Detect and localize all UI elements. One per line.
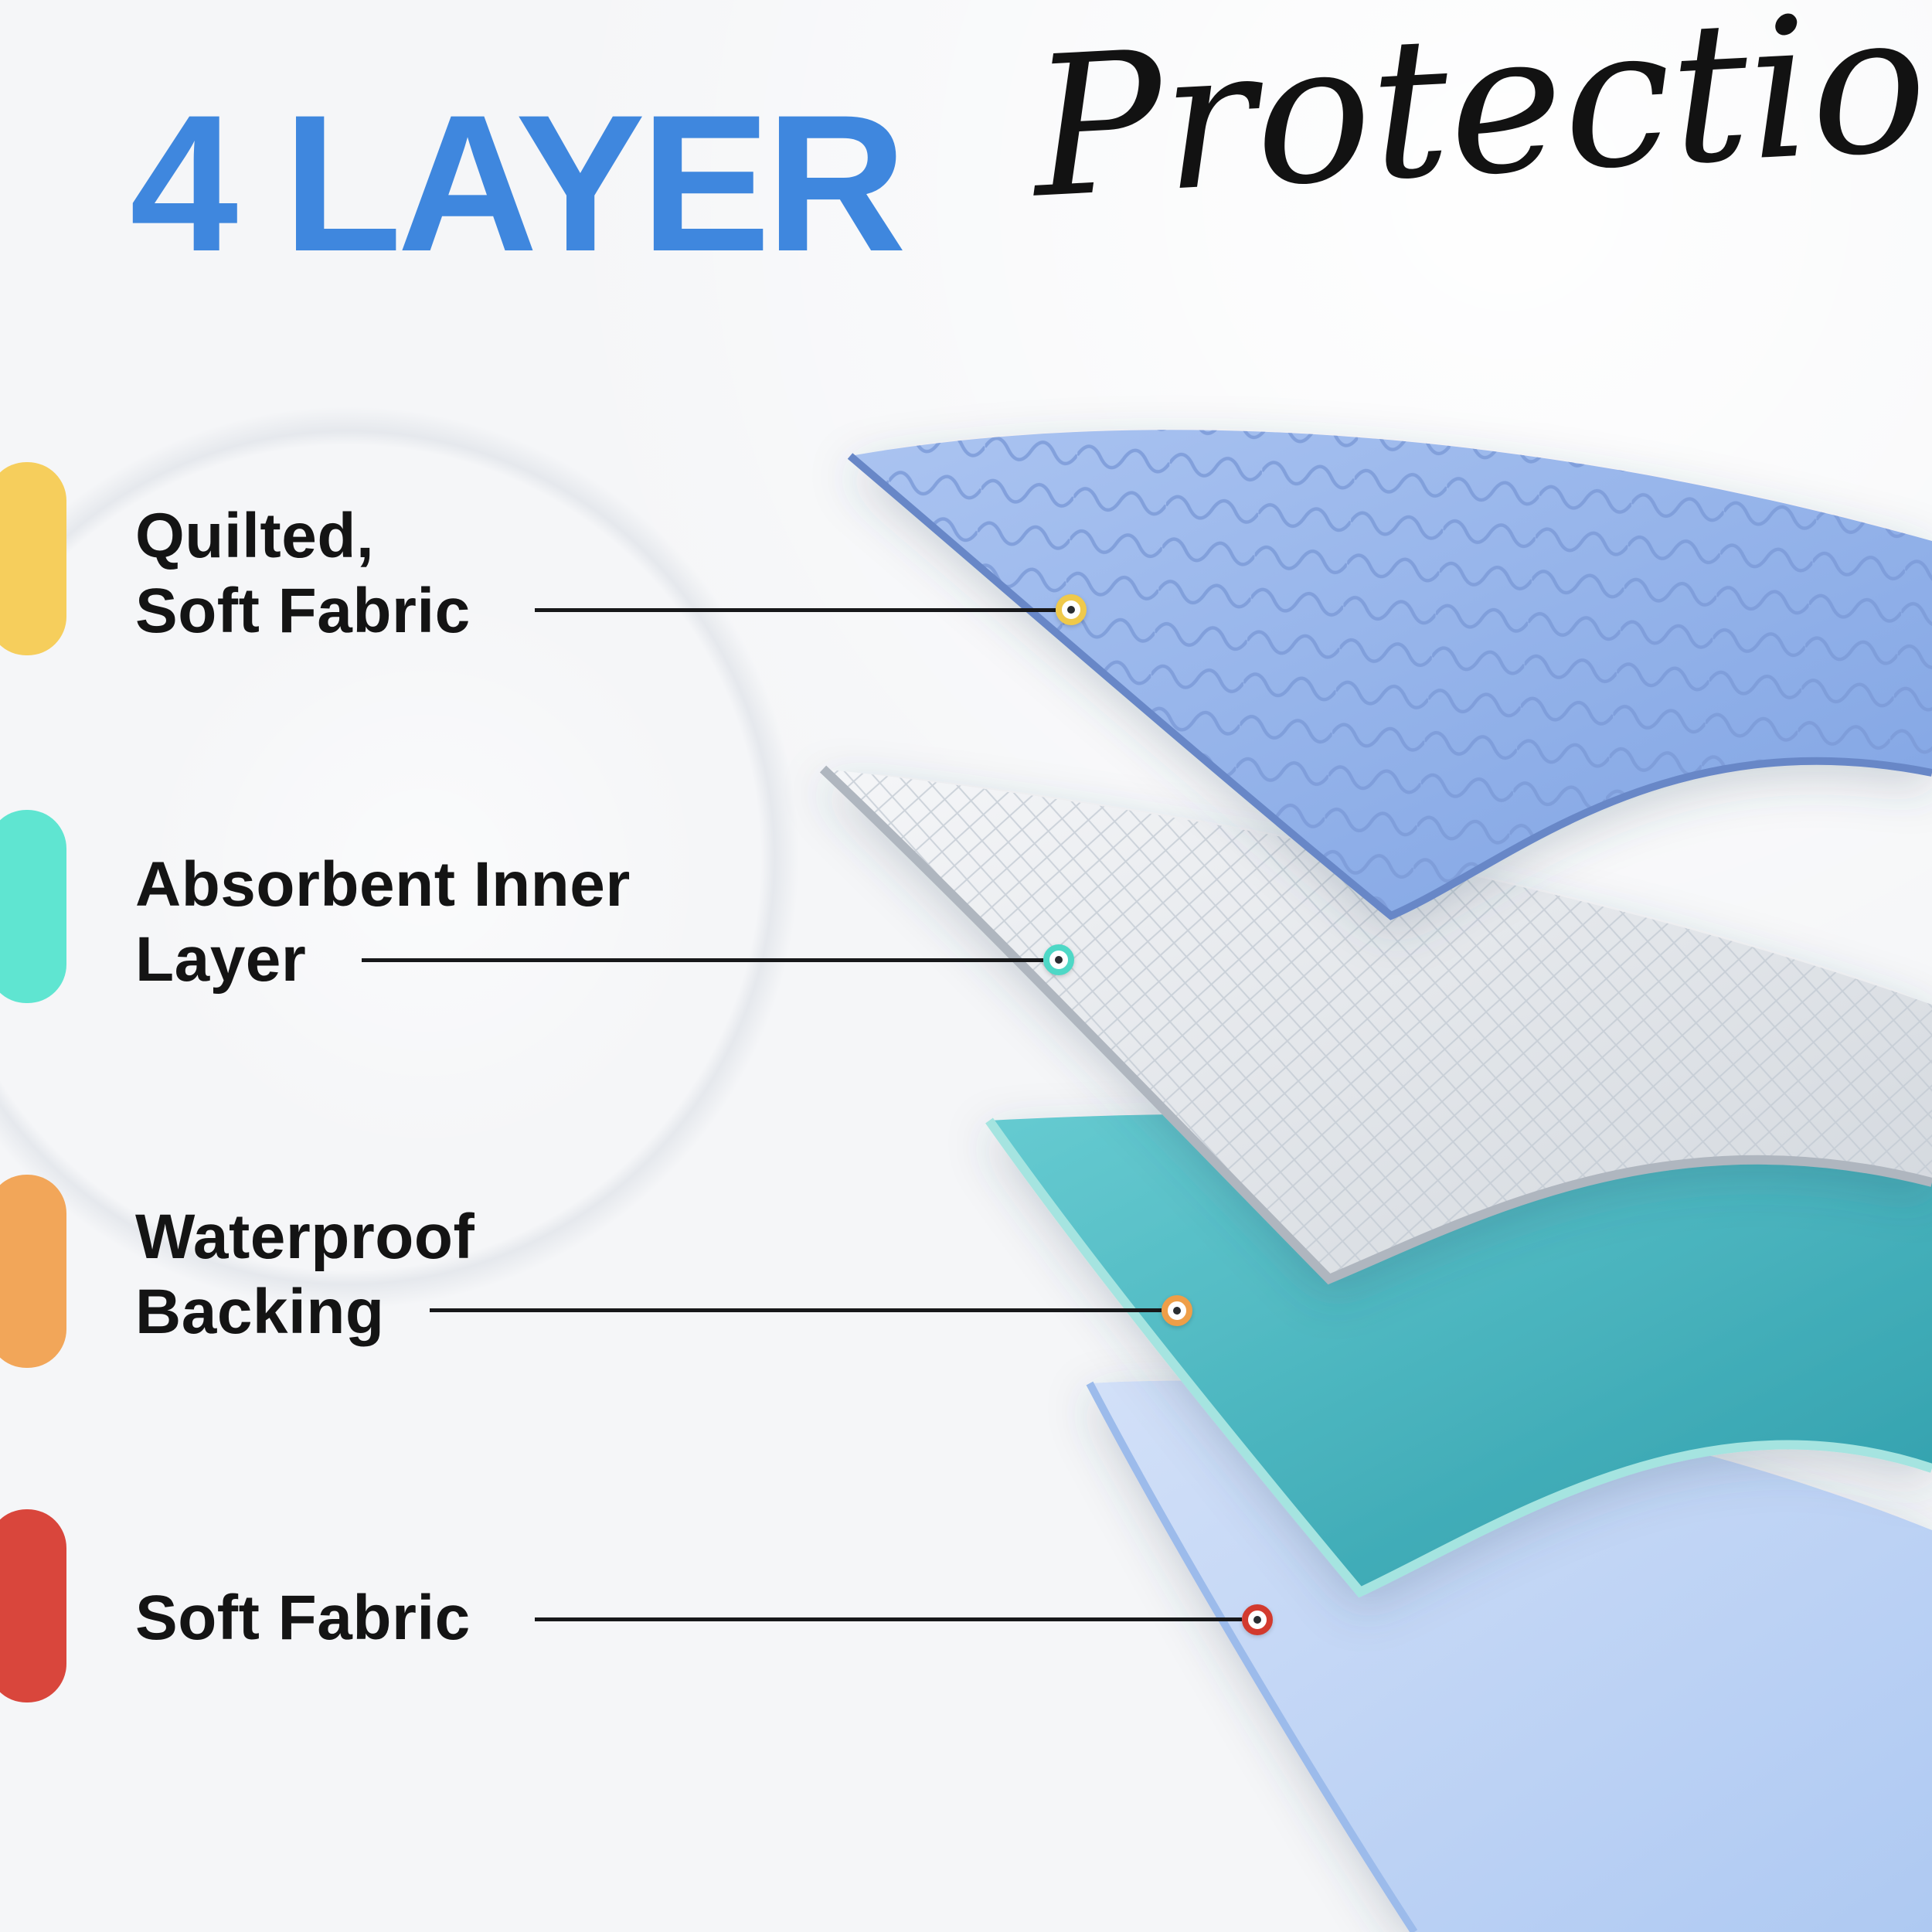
label-line: Quilted, [135, 501, 375, 571]
connector-line-waterproof [430, 1308, 1162, 1312]
title-script: Protection [1026, 0, 1932, 241]
marker-ring-quilted [1056, 594, 1087, 625]
sheet-waterproof-backing [985, 1114, 1932, 1598]
sheet-quilted-top [847, 430, 1932, 920]
label-line: Soft Fabric [135, 1583, 471, 1653]
label-line: Layer [135, 924, 307, 995]
legend-swatch-absorbent [0, 810, 66, 1003]
connector-line-absorbent [362, 958, 1043, 962]
legend-label-waterproof: Waterproof Backing [135, 1199, 474, 1349]
connector-line-softfabric [535, 1617, 1242, 1621]
label-line: Backing [135, 1277, 385, 1347]
waterproof-sheet-shape [989, 1114, 1932, 1592]
soft-fabric-sheet-edge [1086, 1381, 1418, 1932]
title-main: 4 LAYER [130, 75, 906, 292]
label-line: Absorbent Inner [135, 849, 631, 920]
marker-ring-absorbent [1043, 944, 1074, 975]
legend-swatch-quilted [0, 462, 66, 655]
quilted-sheet-pattern [850, 430, 1932, 916]
label-line: Waterproof [135, 1202, 475, 1272]
label-line: Soft Fabric [135, 576, 471, 646]
marker-ring-softfabric [1242, 1604, 1273, 1635]
marker-ring-waterproof [1162, 1295, 1192, 1326]
legend-swatch-waterproof [0, 1175, 66, 1368]
legend-swatch-softfabric [0, 1509, 66, 1702]
legend-label-absorbent: Absorbent Inner Layer [135, 847, 631, 997]
absorbent-sheet-edge [819, 765, 1932, 1285]
waterproof-sheet-edge [985, 1117, 1932, 1598]
connector-line-quilted [535, 608, 1056, 612]
sheet-absorbent-inner [819, 765, 1932, 1285]
legend-label-softfabric: Soft Fabric [135, 1580, 471, 1655]
quilted-sheet-edge [847, 453, 1932, 920]
legend-label-quilted: Quilted, Soft Fabric [135, 498, 471, 648]
absorbent-sheet-pattern [823, 769, 1932, 1279]
